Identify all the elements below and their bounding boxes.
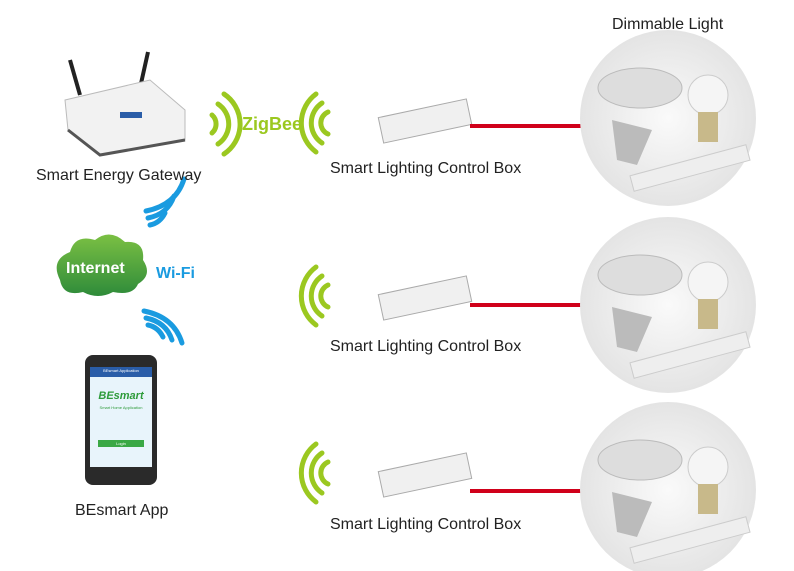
control-box-label: Smart Lighting Control Box — [330, 338, 522, 355]
zigbee-signal-icon — [209, 91, 331, 505]
wire-lines — [470, 124, 582, 493]
control-box-icons — [377, 98, 473, 498]
dimmable-light-title: Dimmable Light — [612, 16, 724, 33]
internet-label: Internet — [66, 260, 125, 277]
phone-login-button: Login — [116, 441, 126, 446]
internet-cloud-icon — [56, 234, 147, 296]
app-label: BEsmart App — [75, 502, 169, 519]
wifi-signal-icon — [141, 176, 187, 346]
router-icon — [64, 51, 186, 157]
smartphone-icon — [85, 355, 157, 485]
phone-subtitle: Smart Home Application — [99, 405, 143, 410]
phone-header: BEsmart Application — [103, 368, 139, 373]
zigbee-label: ZigBee — [242, 114, 303, 134]
light-bulbs-icons — [580, 30, 756, 571]
gateway-label: Smart Energy Gateway — [36, 167, 202, 184]
control-box-label: Smart Lighting Control Box — [330, 160, 522, 177]
phone-brand: BEsmart — [98, 390, 144, 402]
wifi-label: Wi-Fi — [156, 265, 195, 282]
control-box-label: Smart Lighting Control Box — [330, 516, 522, 533]
